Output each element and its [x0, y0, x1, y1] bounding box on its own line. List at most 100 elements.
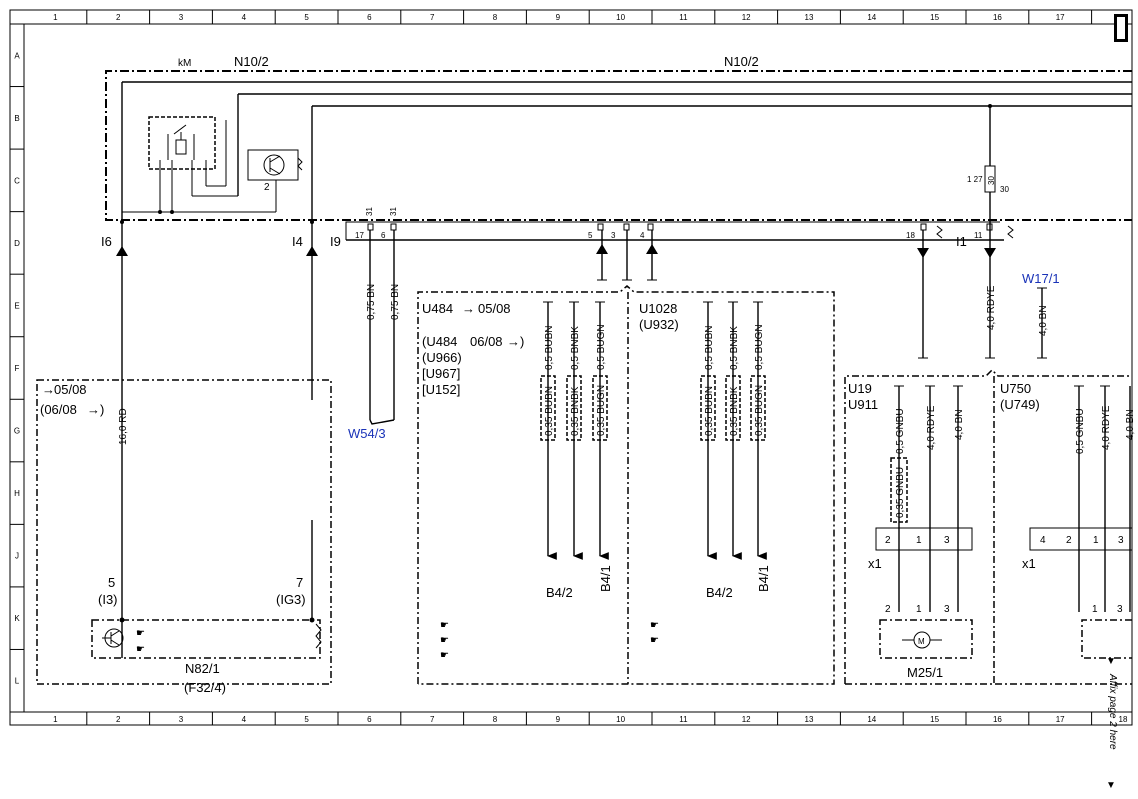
c2-pin-1: 1 [916, 604, 922, 615]
u484-alt: (U484 [422, 334, 457, 349]
u1028-label: U1028 [639, 301, 677, 316]
c3-pin-1: 1 [1093, 535, 1099, 546]
u966-label: (U966) [422, 350, 462, 365]
wire-16rd-label: 16,0 RD [118, 408, 129, 445]
c2-pin-2: 2 [885, 604, 891, 615]
svg-text:→: → [42, 382, 55, 397]
u484-wires: 0,5 BUBN 0,5 BNBK 0,5 BUGN 0,35 BUBN 0,3… [540, 301, 613, 600]
u1028-wires: 0,5 BUBN 0,5 BNBK 0,5 BUGN 0,35 BUBN 0,3… [700, 301, 771, 600]
pin-18: 18 [906, 231, 915, 240]
wire-i4 [306, 220, 318, 618]
drawing-frame [9, 9, 1133, 726]
u967-label: [U967] [422, 366, 460, 381]
n82-pin-i3: (I3) [98, 592, 118, 607]
u484-label: U484 [422, 301, 453, 316]
grid-column-label: 8 [493, 13, 498, 22]
hand-pointer-icon: ☛ [650, 620, 659, 631]
c3-pin-3: 3 [1118, 535, 1124, 546]
grid-row-label: H [14, 489, 20, 498]
module-u19-u750: U19 U911 U750 (U749) 0,5 GNBU 4,0 RDYE 4… [844, 368, 1136, 685]
c3-pin-2: 2 [1066, 535, 1072, 546]
grid-column-label: 18 [1119, 715, 1128, 724]
u1028-wire-035-bugn: 0,35 BUGN [754, 385, 765, 436]
module-n82-1: → 05/08 (06/08 →) 5 (I3) 7 (IG3) ☛ ☛ N82… [36, 379, 332, 695]
x1-label-b: x1 [1022, 556, 1036, 571]
u19-wire-rdye: 4,0 RDYE [926, 405, 937, 450]
wire-4bn-label: 4,0 BN [1038, 305, 1049, 336]
lower-bus: I9 I6 I4 I1 17 6 5 3 4 18 11 31 31 [101, 207, 1014, 249]
relay-pin-label: 2 [264, 182, 270, 193]
c3-pin-4: 4 [1040, 535, 1046, 546]
grid-column-label: 14 [867, 715, 876, 724]
u19-wire-gnbu: 0,5 GNBU [895, 408, 906, 454]
u1028-wire-035-bnbk: 0,35 BNBK [729, 386, 740, 436]
n82-pin-ig3: (IG3) [276, 592, 306, 607]
pin-5: 5 [588, 231, 593, 240]
target-b41-a: B4/1 [598, 565, 613, 592]
transistor-icon: 2 [247, 149, 303, 212]
hand-pointer-icon: ☛ [136, 628, 145, 639]
grid-row-label: E [14, 301, 19, 310]
grid-column-label: 4 [242, 715, 247, 724]
grid-row-label: K [14, 614, 20, 623]
fuse-pin-30: 30 [1000, 185, 1009, 194]
grid-row-label: J [15, 552, 19, 561]
wire-4rdye-label: 4,0 RDYE [986, 285, 997, 330]
u152-label: [U152] [422, 382, 460, 397]
grid-column-label: 12 [742, 13, 751, 22]
hand-pointer-icon: ☛ [440, 650, 449, 661]
pin-3: 3 [611, 231, 616, 240]
grid-column-label: 3 [179, 13, 184, 22]
pin-i1: I1 [956, 234, 967, 249]
variant-0608-label: (06/08 [40, 402, 77, 417]
u484-wire-bugn: 0,5 BUGN [596, 324, 607, 370]
u484-wire-bubn: 0,5 BUBN [544, 326, 555, 370]
relay-icon [122, 116, 276, 214]
c4-pin-3: 3 [1117, 604, 1123, 615]
c1-pin-2: 2 [885, 535, 891, 546]
hand-pointer-icon: ☛ [650, 635, 659, 646]
variant-0508: → 05/08 [42, 382, 87, 397]
grid-column-label: 7 [430, 13, 435, 22]
ref-w17-1[interactable]: W17/1 [1022, 271, 1060, 286]
can-bus-drops [596, 230, 658, 281]
grid-column-label: 11 [679, 715, 688, 724]
fuse-value-30: 30 [987, 176, 996, 185]
c2-pin-3: 3 [944, 604, 950, 615]
hand-pointer-icon: ☛ [136, 644, 145, 655]
pin-i4: I4 [292, 234, 303, 249]
page-corner-icon [1114, 14, 1128, 42]
variant-0608: (06/08 →) [40, 402, 104, 417]
grid-row-label: C [14, 176, 20, 185]
svg-text:▼: ▼ [1106, 780, 1116, 791]
c4-pin-1: 1 [1092, 604, 1098, 615]
c1-pin-3: 3 [944, 535, 950, 546]
ref-w54-3[interactable]: W54/3 [348, 426, 386, 441]
pin-11: 11 [974, 231, 983, 240]
wire-16rd: 16,0 RD [116, 220, 129, 658]
grid-column-label: 6 [367, 715, 372, 724]
grid-column-label: 9 [556, 13, 561, 22]
n82-pin-7: 7 [296, 575, 303, 590]
grid-column-label: 15 [930, 715, 939, 724]
km-label: kM [178, 58, 191, 69]
target-b42-b: B4/2 [706, 585, 733, 600]
u484-date: 05/08 [478, 301, 511, 316]
module-n10-2-label-left: N10/2 [234, 54, 269, 69]
grid-column-label: 1 [53, 13, 58, 22]
target-b41-b: B4/1 [756, 565, 771, 592]
grid-column-label: 4 [242, 13, 247, 22]
grid-column-label: 1 [53, 715, 58, 724]
pin-6: 6 [381, 231, 386, 240]
u484-alt-date: 06/08 [470, 334, 503, 349]
m25-label: M25/1 [907, 665, 943, 680]
n82-alt-label: (F32/4) [184, 680, 226, 695]
x1-label-a: x1 [868, 556, 882, 571]
u750-wire-bn: 4,0 BN [1125, 409, 1136, 440]
grid-row-label: B [14, 114, 19, 123]
motor-icon: M [902, 631, 942, 649]
